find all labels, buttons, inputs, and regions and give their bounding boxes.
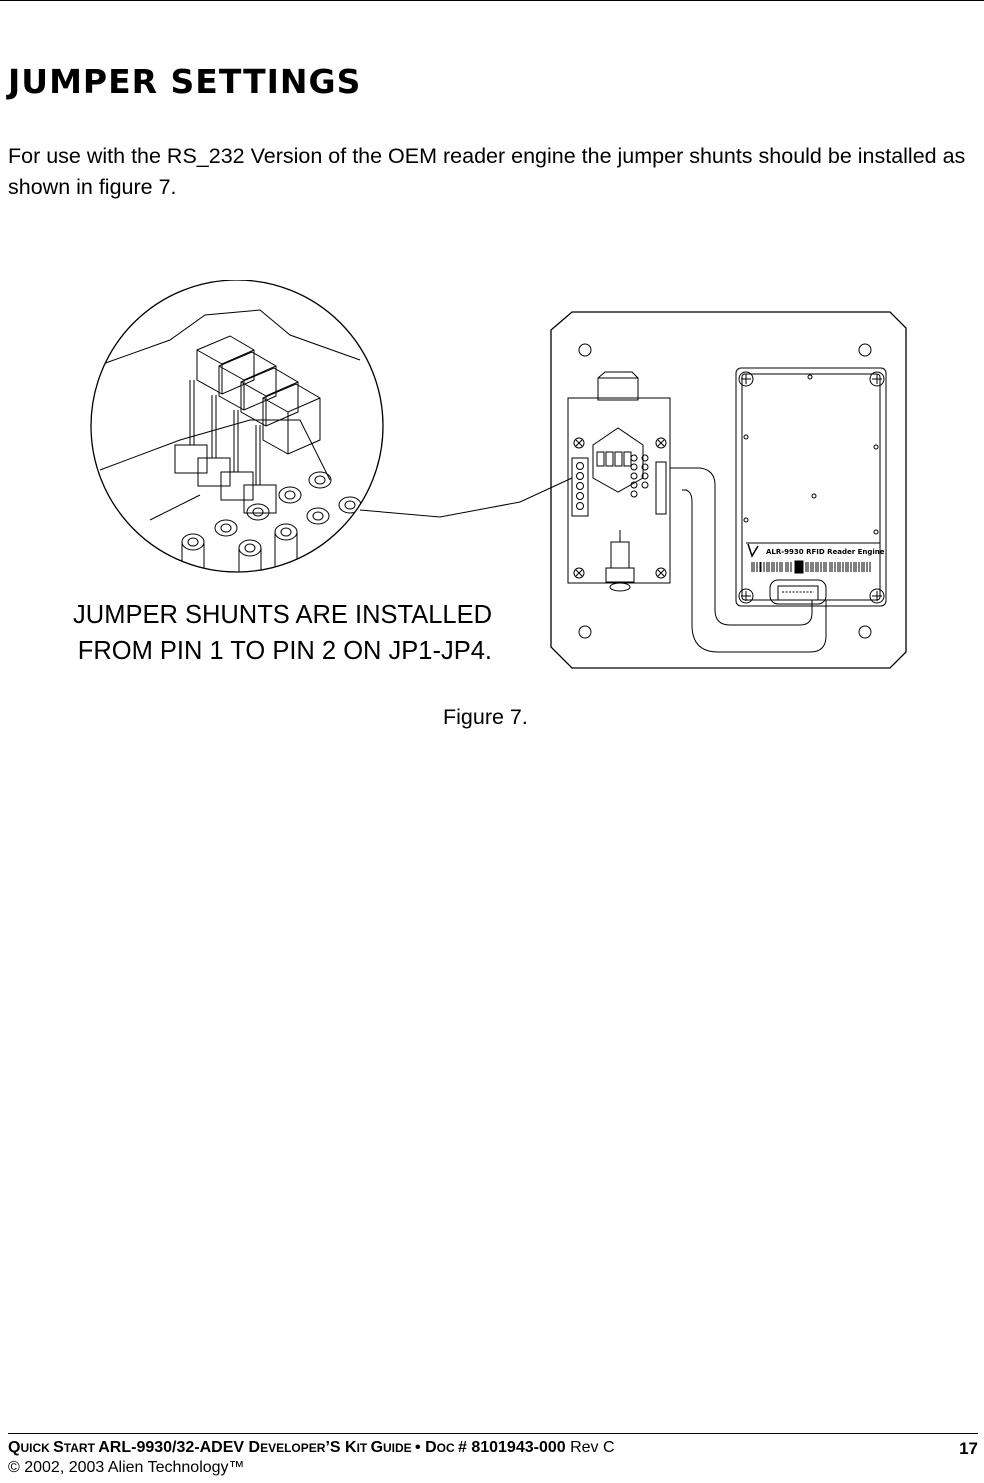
jumper-figure: ALR-9930 RFID Reader Engine [90,280,907,669]
footer-eveloper: EVELOPER [260,1441,326,1455]
developer-board: ALR-9930 RFID Reader Engine [550,311,907,669]
footer-copyright: © 2002, 2003 Alien Technology™ [8,1459,245,1476]
barcode [751,560,871,574]
figure-caption: Figure 7. [443,705,528,729]
leader-line [359,477,573,518]
jumper-shunt-4 [243,383,321,514]
footer-it: IT [356,1441,371,1455]
rfid-module-label: ALR-9930 RFID Reader Engine [766,548,885,556]
footer-oc: OC [436,1441,458,1455]
jumper-callout-line2: FROM PIN 1 TO PIN 2 ON JP1-JP4. [77,637,492,665]
header-pins [630,454,649,498]
rfid-reader-module: ALR-9930 RFID Reader Engine [735,367,887,607]
footer-possessive: ’S [325,1439,345,1456]
footer-uide: UIDE [383,1441,416,1455]
ribbon-cable [670,467,827,653]
footer-bullet: • [415,1439,426,1456]
interface-board [567,397,671,584]
footer-k: K [345,1439,357,1456]
jumper-shunt-1 [174,335,255,474]
section-title: JUMPER SETTINGS [8,62,362,101]
footer-d2: D [425,1439,437,1456]
jumper-callout: JUMPER SHUNTS ARE INSTALLED FROM PIN 1 T… [0,597,492,669]
terminal-block [571,457,589,517]
footer-s: S [53,1439,64,1456]
jumper-callout-line1: JUMPER SHUNTS ARE INSTALLED [73,601,492,629]
footer-d: D [248,1439,261,1456]
mounting-holes [578,343,872,639]
screw-marks [573,437,667,579]
footer-uick: UICK [20,1441,54,1455]
intro-paragraph: For use with the RS_232 Version of the O… [8,144,966,199]
footer-rule [8,1433,978,1434]
footer-doc-line: QUICK START ARL-9930/32-ADEV DEVELOPER’S… [8,1439,978,1458]
footer-tart: TART [63,1441,99,1455]
footer-model: ARL-9930/32-ADEV [98,1439,249,1456]
magnified-jumper-view [90,280,384,573]
footer-doc-number: # 8101943-000 [457,1439,566,1456]
page-number: 17 [959,1439,978,1458]
top-rule [0,0,984,1]
jumper-shunt-3 [220,367,299,501]
footer-g: G [370,1439,384,1456]
footer-rev: Rev C [565,1439,615,1456]
solder-pads [181,471,362,572]
footer-q: Q [8,1439,21,1456]
power-jack [605,530,635,592]
jumper-shunt-2 [197,351,277,487]
